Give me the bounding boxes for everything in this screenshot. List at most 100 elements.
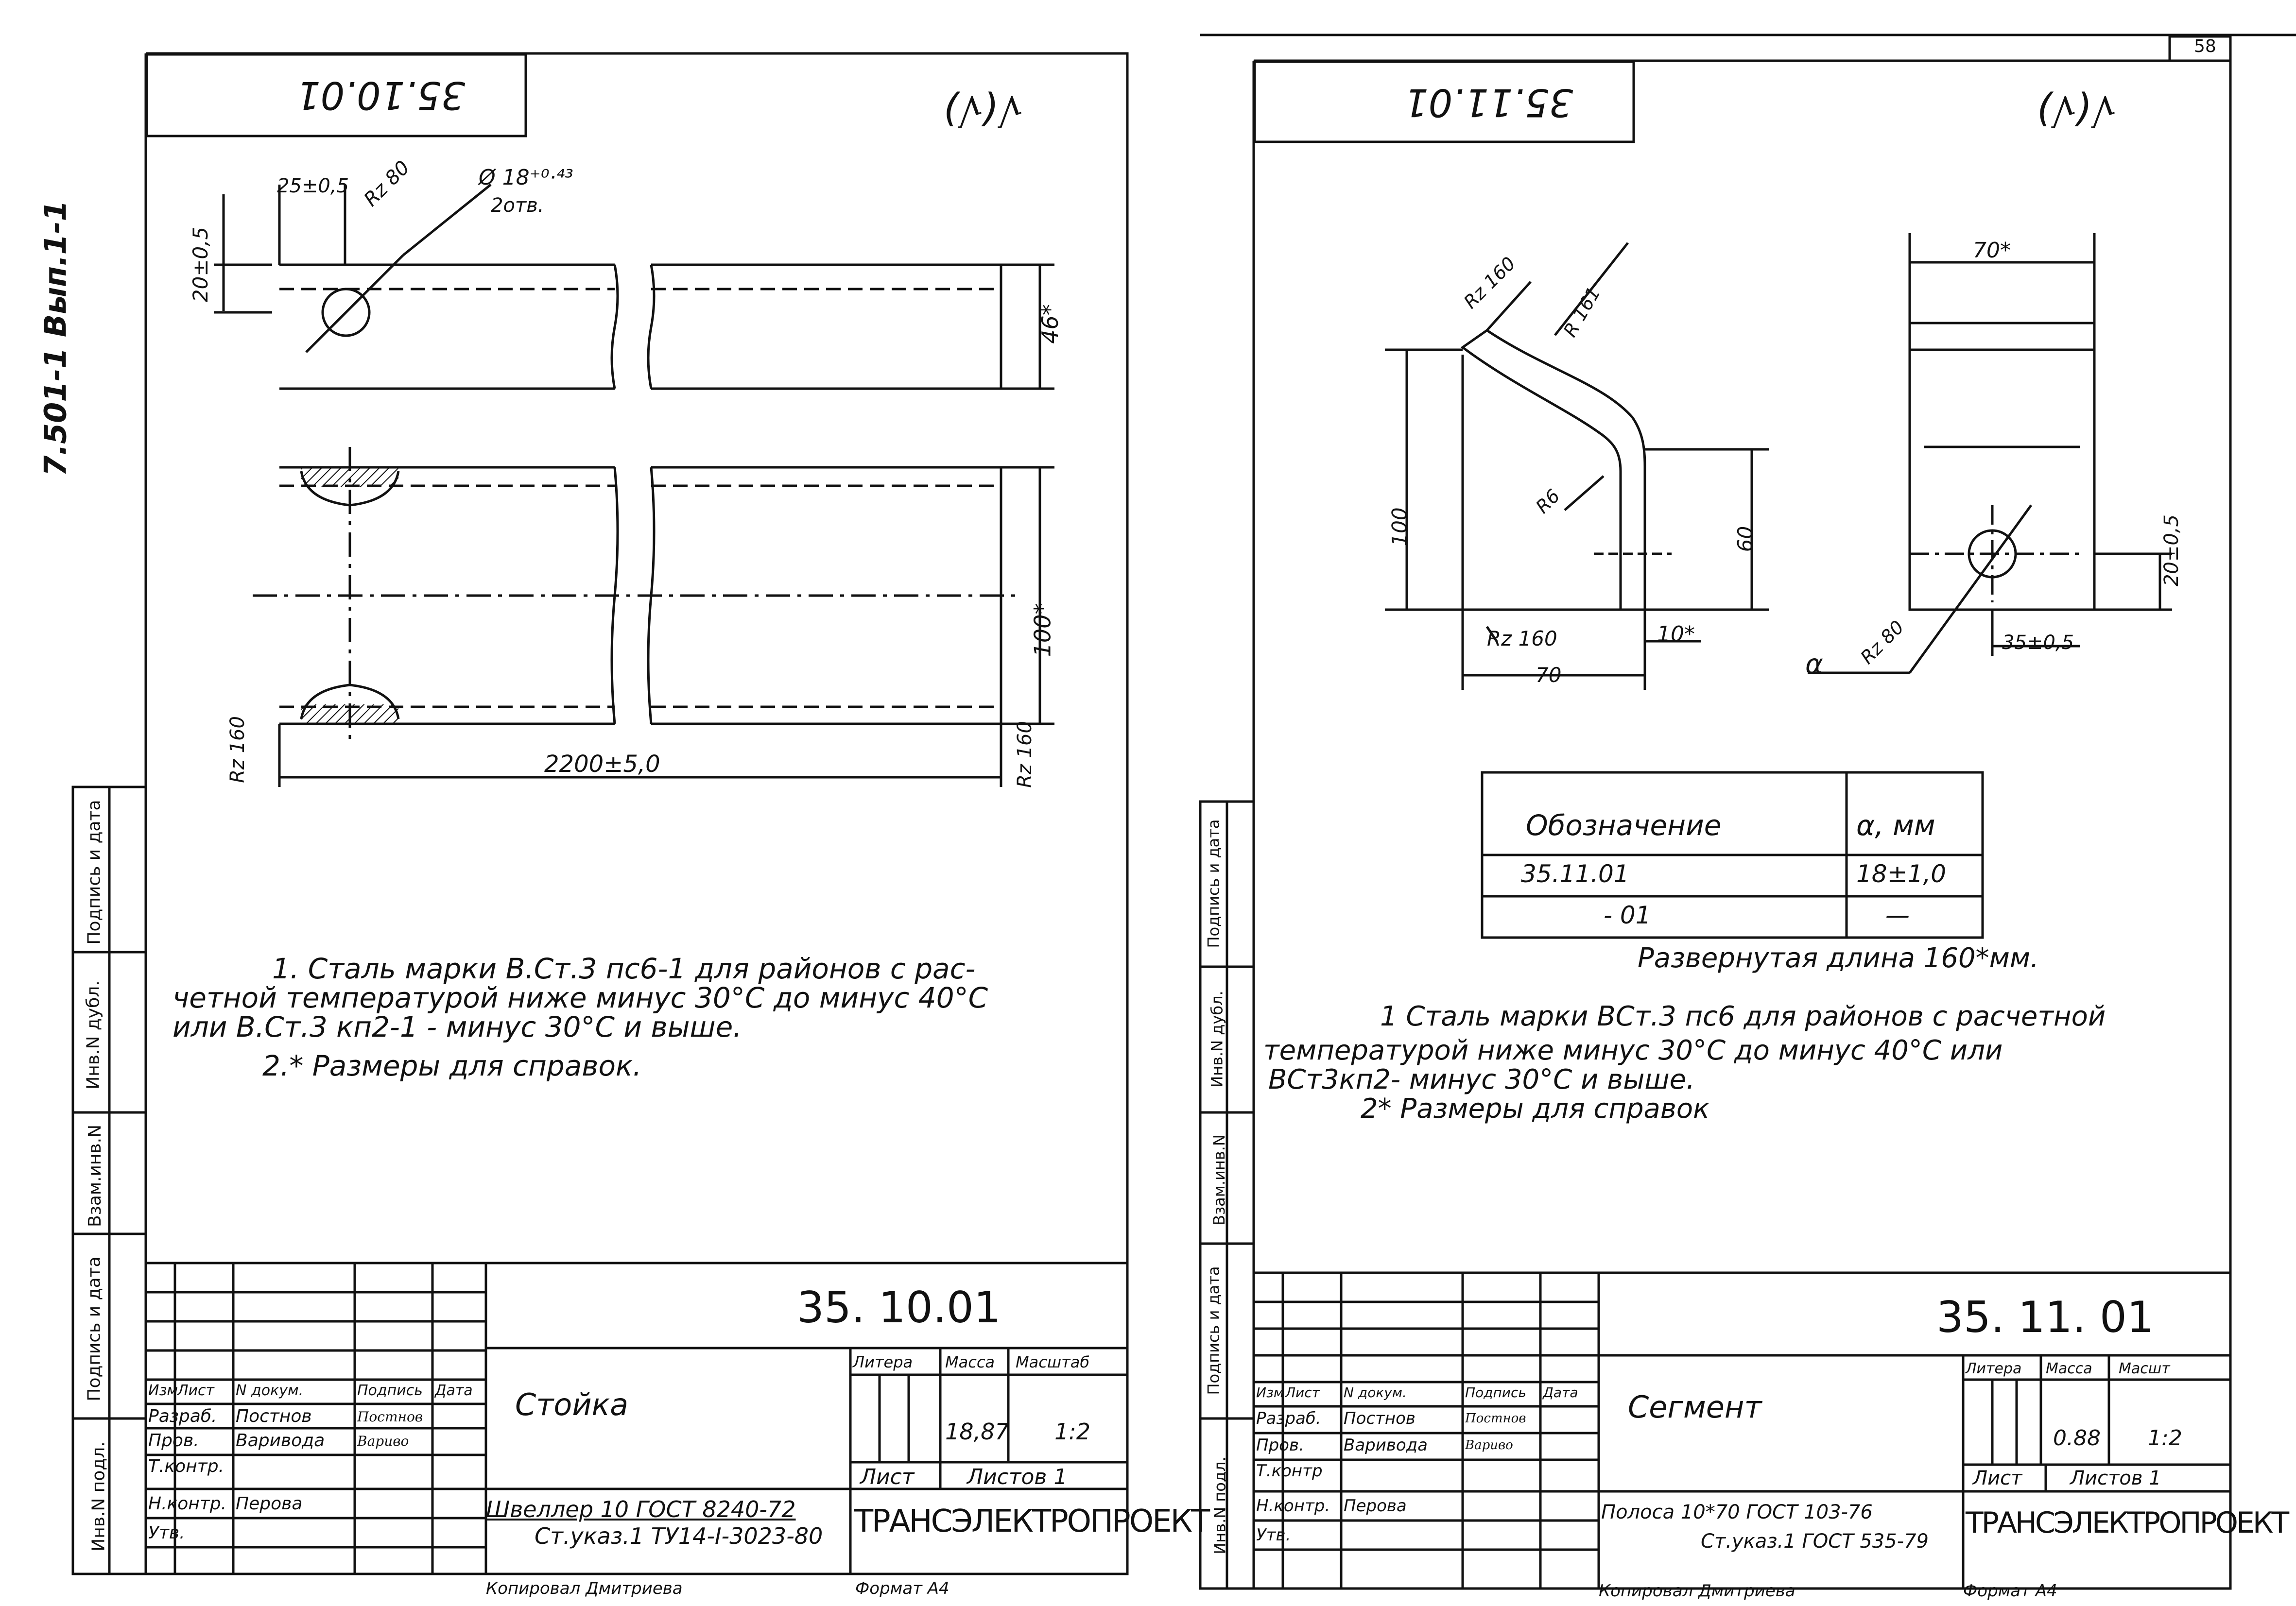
right-table-lines [1481, 771, 1984, 939]
left-doc-code: 35. 10.01 [797, 1282, 1001, 1333]
left-dim-height-46: 46* [1036, 304, 1063, 344]
left-material-2: Ст.указ.1 ТУ14-I-3023-80 [535, 1523, 823, 1549]
left-role-developer: Разраб. [148, 1406, 217, 1426]
right-table-row1-value: 18±1,0 [1856, 860, 1947, 888]
left-stamp-2: Инв.N дубл. [83, 980, 104, 1090]
left-footer-copied: Копировал Дмитриева [486, 1579, 683, 1598]
right-role-approver: Утв. [1256, 1525, 1291, 1545]
left-sheets: Листов 1 [967, 1465, 1068, 1489]
right-dim-20: 20±0,5 [2160, 514, 2183, 587]
left-sheet-frame [71, 52, 1129, 1575]
left-note-2: четной температурой ниже минус 30°С до м… [173, 981, 988, 1014]
right-dim-10: 10* [1657, 622, 1695, 647]
left-name-checker: Варивода [236, 1431, 325, 1451]
right-stamp-5: Инв.N подл. [1210, 1456, 1229, 1555]
right-organization: ТРАНСЭЛЕКТРОПРОЕКТ [1966, 1506, 2289, 1540]
left-dim-length: 2200±5,0 [544, 751, 660, 778]
left-dim-hole-offset: 20±0,5 [189, 226, 213, 303]
right-role-checker: Пров. [1256, 1435, 1304, 1455]
right-table-row2-code: - 01 [1604, 901, 1651, 929]
right-name-checker: Варивода [1344, 1435, 1428, 1455]
right-stamp-3: Взам.инв.N [1209, 1134, 1228, 1226]
right-roughness-symbol: √(√) [2036, 87, 2116, 133]
right-signature-2: Вариво [1465, 1438, 1513, 1452]
left-role-approver: Утв. [148, 1523, 185, 1543]
right-stamp-2: Инв.N дубл. [1208, 991, 1226, 1088]
right-table-row2-value: — [1885, 901, 1910, 929]
left-note-3: или В.Ст.3 кп2-1 - минус 30°С и выше. [173, 1010, 742, 1043]
right-scale: 1:2 [2148, 1426, 2182, 1451]
left-hdr-doc: N докум. [236, 1382, 304, 1399]
left-dim-rz160-left: Rz 160 [226, 716, 249, 783]
right-signature-1: Постнов [1465, 1411, 1526, 1426]
right-header-scale: Масшт [2119, 1360, 2170, 1377]
right-table-row1-code: 35.11.01 [1521, 860, 1629, 888]
left-signature-2: Вариво [357, 1433, 409, 1449]
left-header-litera: Литера [853, 1353, 913, 1371]
left-hdr-izm: Изм [148, 1382, 178, 1399]
right-role-ncontrol: Н.контр. [1256, 1496, 1330, 1516]
right-material-2: Ст.указ.1 ГОСТ 535-79 [1701, 1530, 1929, 1553]
right-table-header-alpha: α, мм [1856, 809, 1935, 842]
right-role-tcontrol: Т.контр [1256, 1461, 1323, 1481]
right-sheet-frame [1199, 34, 2296, 1590]
right-header-massa: Масса [2046, 1360, 2092, 1377]
left-name-ncontrol: Перова [236, 1494, 303, 1514]
left-sheet: Лист [860, 1465, 915, 1489]
left-header-massa: Масса [945, 1353, 995, 1371]
right-hdr-doc: N докум. [1344, 1384, 1407, 1401]
right-mass: 0.88 [2053, 1426, 2101, 1451]
right-hdr-sign: Подпись [1465, 1384, 1526, 1401]
left-material-1: Швеллер 10 ГОСТ 8240-72 [486, 1496, 796, 1522]
left-stamp-5: Инв.N подл. [88, 1441, 109, 1552]
right-note-3: ВСт3кп2- минус 30°С и выше. [1268, 1064, 1695, 1095]
left-stamp-4: Подпись и дата [84, 1256, 104, 1401]
right-dim-alpha: α [1805, 649, 1823, 680]
right-page-number: 58 [2194, 36, 2216, 56]
right-note-2: температурой ниже минус 30°С до минус 40… [1263, 1035, 2003, 1066]
right-note-1: 1 Сталь марки ВСт.3 пс6 для районов с ра… [1380, 1001, 2106, 1032]
right-name-ncontrol: Перова [1344, 1496, 1407, 1516]
left-dim-width: 25±0,5 [277, 175, 349, 197]
left-role-checker: Пров. [148, 1431, 199, 1451]
left-dim-hole-dia: Ø 18⁺⁰·⁴³ [479, 165, 573, 190]
left-organization: ТРАНСЭЛЕКТРОПРОЕКТ [854, 1503, 1210, 1539]
left-mass: 18,87 [945, 1418, 1009, 1445]
left-dim-hole-count: 2отв. [491, 194, 544, 217]
right-dim-100: 100 [1387, 507, 1412, 547]
right-table-header-designation: Обозначение [1526, 809, 1722, 842]
right-plan-view [1808, 233, 2172, 674]
left-note-1: 1. Сталь марки В.Ст.3 пс6-1 для районов … [272, 952, 976, 985]
right-header-litera: Литера [1966, 1360, 2022, 1377]
left-rotated-code: 35.10.01 [296, 73, 466, 117]
right-footer-copied: Копировал Дмитриева [1599, 1581, 1795, 1601]
right-doc-code: 35. 11. 01 [1936, 1292, 2154, 1342]
left-stamp-1: Подпись и дата [84, 800, 104, 945]
left-scale: 1:2 [1054, 1418, 1091, 1445]
left-hdr-sign: Подпись [357, 1382, 423, 1399]
left-top-view [214, 184, 1054, 390]
right-part-name: Сегмент [1628, 1389, 1762, 1425]
right-note-4: 2* Размеры для справок [1361, 1093, 1709, 1125]
left-hdr-list: Лист [177, 1382, 215, 1399]
right-dim-rz160-bottom: Rz 160 [1487, 627, 1557, 650]
right-dim-70: 70 [1536, 663, 1562, 687]
right-footer-format: Формат А4 [1963, 1581, 2057, 1601]
left-header-scale: Масштаб [1016, 1353, 1090, 1371]
right-name-developer: Постнов [1344, 1409, 1416, 1428]
left-part-name: Стойка [515, 1387, 629, 1422]
right-sheet: Лист [1973, 1467, 2022, 1489]
left-note-4: 2.* Размеры для справок. [262, 1049, 642, 1082]
right-bent-view [1385, 242, 1769, 690]
left-dim-height-100: 100* [1029, 603, 1056, 657]
right-developed-length: Развернутая длина 160*мм. [1638, 942, 2039, 974]
right-dim-35: 35±0,5 [2002, 632, 2074, 654]
left-role-ncontrol: Н.контр. [148, 1494, 227, 1514]
left-signature-1: Постнов [357, 1409, 423, 1425]
right-hdr-izm: Изм [1256, 1384, 1284, 1401]
right-hdr-date: Дата [1543, 1384, 1578, 1401]
right-role-developer: Разраб. [1256, 1409, 1321, 1428]
right-stamp-4: Подпись и дата [1204, 1266, 1223, 1395]
right-dim-70-star: 70* [1973, 238, 2011, 263]
left-hdr-date: Дата [435, 1382, 473, 1399]
